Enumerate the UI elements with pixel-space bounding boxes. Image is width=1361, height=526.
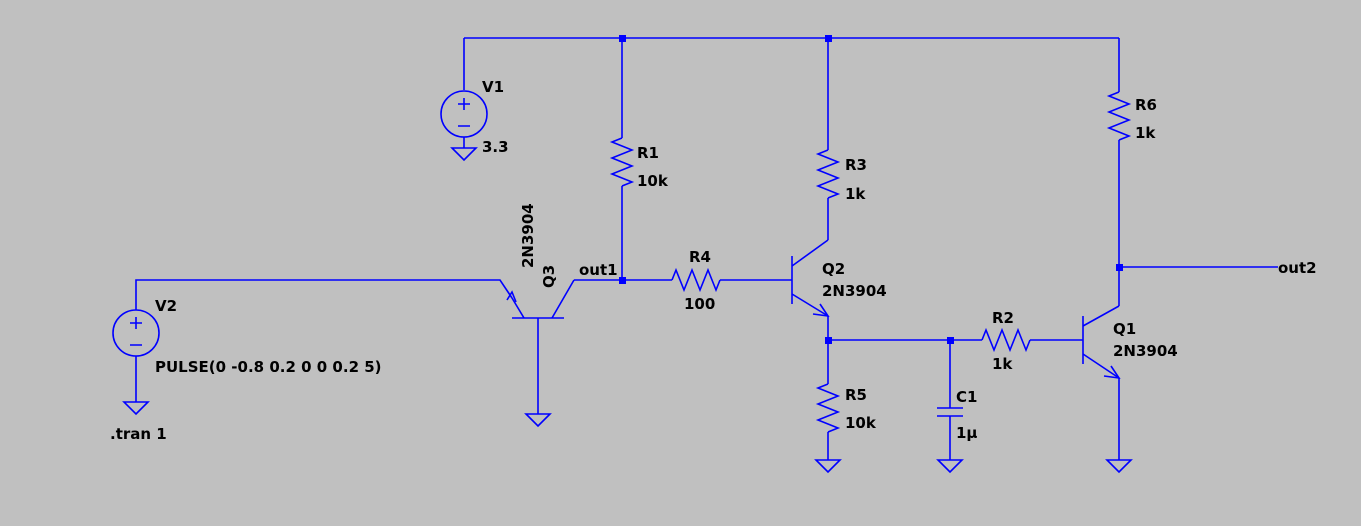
v1-value-label: 3.3 [482, 138, 509, 156]
resistor-r3[interactable] [815, 149, 841, 199]
capacitor-c1[interactable] [937, 407, 963, 417]
junction-dot [619, 35, 626, 42]
r6-value-label: 1k [1135, 124, 1156, 142]
resistor-r1[interactable] [609, 137, 635, 187]
q1-model-label: 2N3904 [1113, 342, 1178, 360]
polarity-icon [458, 98, 470, 127]
q3-name-label: Q3 [540, 265, 558, 288]
polarity-icon [130, 317, 142, 346]
r5-name-label: R5 [845, 386, 867, 404]
junction-dot [1116, 264, 1123, 271]
r4-name-label: R4 [689, 248, 711, 266]
r2-value-label: 1k [992, 355, 1013, 373]
resistor-r6[interactable] [1106, 91, 1132, 141]
resistor-r4[interactable] [671, 267, 721, 293]
r5-value-label: 10k [845, 414, 877, 432]
ground-icon [814, 459, 842, 474]
transistor-q2[interactable] [791, 239, 830, 318]
v2-value-label: PULSE(0 -0.8 0.2 0 0 0.2 5) [155, 358, 382, 376]
r3-value-label: 1k [845, 185, 866, 203]
r2-name-label: R2 [992, 309, 1014, 327]
ground-icon [122, 401, 150, 416]
voltage-source-v1[interactable] [440, 90, 488, 162]
v2-name-label: V2 [155, 297, 177, 315]
junction-dot [825, 337, 832, 344]
c1-value-label: 1µ [956, 424, 977, 442]
out2-net-label: out2 [1278, 259, 1317, 277]
source-circle-icon [440, 90, 488, 138]
q2-name-label: Q2 [822, 260, 845, 278]
c1-name-label: C1 [956, 388, 977, 406]
r3-name-label: R3 [845, 156, 867, 174]
source-circle-icon [112, 309, 160, 357]
ground-icon [524, 413, 552, 428]
junction-dot [825, 35, 832, 42]
emitter-arrow-icon [506, 290, 517, 303]
q2-model-label: 2N3904 [822, 282, 887, 300]
r4-value-label: 100 [684, 295, 715, 313]
voltage-source-v2[interactable] [112, 309, 160, 416]
v1-name-label: V1 [482, 78, 504, 96]
tran-directive[interactable]: .tran 1 [110, 425, 167, 443]
resistor-r5[interactable] [815, 383, 841, 433]
junction-dot [619, 277, 626, 284]
junction-dot [947, 337, 954, 344]
transistor-q3[interactable] [506, 279, 575, 428]
ground-icon [936, 459, 964, 474]
wire-input[interactable] [135, 279, 513, 310]
r1-value-label: 10k [637, 172, 669, 190]
ground-icon [1105, 459, 1133, 474]
q3-model-label: 2N3904 [519, 203, 537, 268]
out1-net-label: out1 [579, 261, 618, 279]
r1-name-label: R1 [637, 144, 659, 162]
q1-name-label: Q1 [1113, 320, 1136, 338]
resistor-r2[interactable] [981, 327, 1031, 353]
ground-icon [450, 147, 478, 162]
r6-name-label: R6 [1135, 96, 1157, 114]
